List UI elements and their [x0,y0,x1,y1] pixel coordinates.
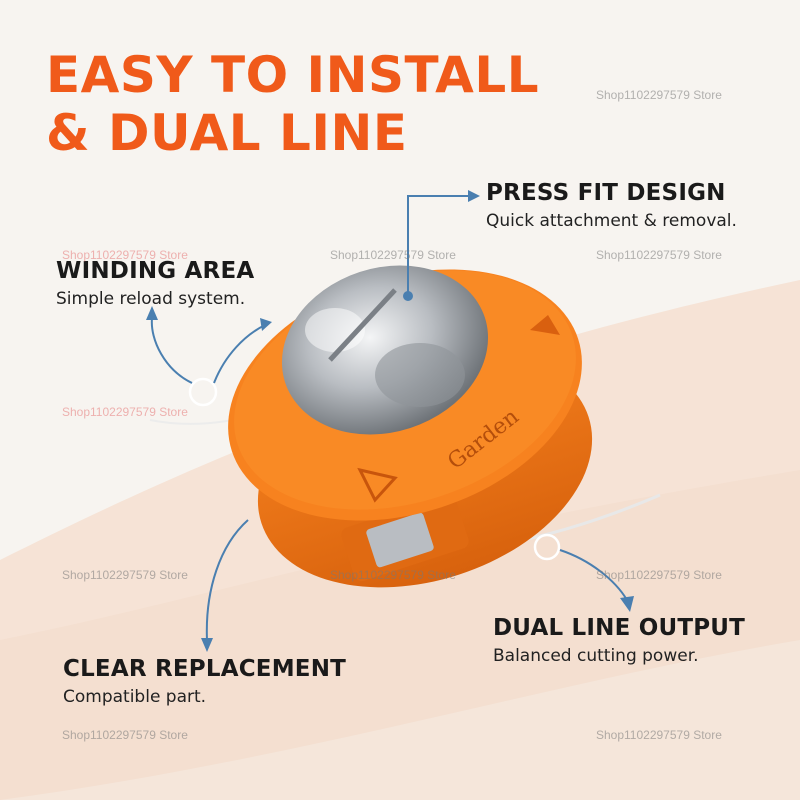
watermark: Shop1102297579 Store [62,405,188,419]
callout-press-fit: PRESS FIT DESIGN Quick attachment & remo… [486,180,737,231]
watermark: Shop1102297579 Store [596,568,722,582]
watermark: Shop1102297579 Store [62,728,188,742]
watermark: Shop1102297579 Store [330,248,456,262]
watermark: Shop1102297579 Store [62,248,188,262]
callout-press-fit-text: Quick attachment & removal. [486,211,737,231]
watermark: Shop1102297579 Store [596,88,722,102]
callout-dual-line-heading: DUAL LINE OUTPUT [493,615,746,641]
title-line-2: & DUAL LINE [46,104,408,162]
callout-dual-line: DUAL LINE OUTPUT Balanced cutting power. [493,615,745,666]
callout-dual-line-text: Balanced cutting power. [493,646,699,666]
watermark: Shop1102297579 Store [62,568,188,582]
callout-winding-text: Simple reload system. [56,289,246,309]
watermark: Shop1102297579 Store [596,728,722,742]
callout-clear-replacement: CLEAR REPLACEMENT Compatible part. [63,656,346,707]
callout-winding-heading: WINDING AREA [56,258,255,284]
callout-press-fit-heading: PRESS FIT DESIGN [486,180,726,206]
watermark: Shop1102297579 Store [330,568,456,582]
callout-clear-heading: CLEAR REPLACEMENT [63,656,347,682]
callout-winding-area: WINDING AREA Simple reload system. [56,258,254,309]
page-title: EASY TO INSTALL & DUAL LINE [46,46,539,162]
metal-clip [366,512,434,568]
watermark: Shop1102297579 Store [596,248,722,262]
title-line-1: EASY TO INSTALL [46,46,540,104]
callout-clear-text: Compatible part. [63,687,207,707]
